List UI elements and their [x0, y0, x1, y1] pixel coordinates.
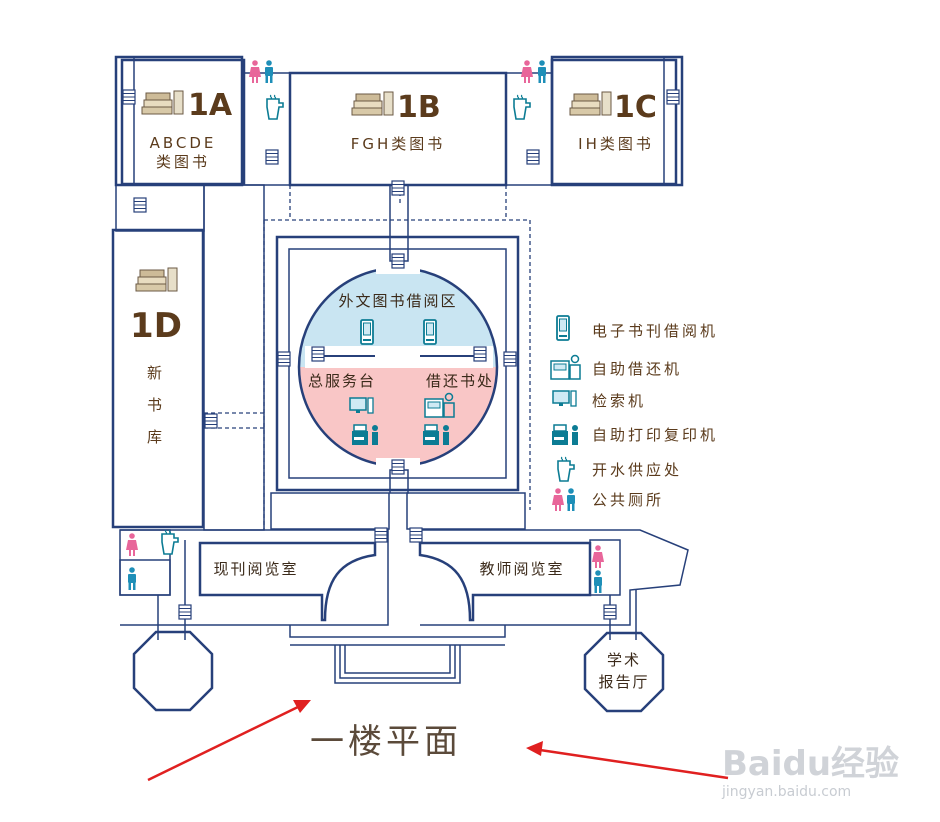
room-1b[interactable]: 1B FGH类图书	[288, 71, 508, 187]
room-1a-line2: 类图书	[156, 153, 210, 171]
lecture-hall-line1: 学术	[607, 651, 641, 669]
central-hall	[277, 180, 517, 494]
printer-icon	[551, 424, 579, 446]
watermark-brand: Baidu经验	[722, 744, 899, 784]
room-1c-line1: IH类图书	[578, 135, 654, 153]
room-teacher-label: 教师阅览室	[479, 560, 564, 578]
zone-service-desk: 总服务台	[308, 372, 376, 390]
zone-foreign-books: 外文图书借阅区	[338, 292, 457, 310]
room-1c[interactable]: 1C IH类图书	[550, 58, 678, 186]
room-1c-code: 1C	[614, 90, 657, 125]
room-1d-char1: 新	[147, 364, 165, 382]
arrow-right	[526, 741, 729, 780]
watermark-url: jingyan.baidu.com	[721, 784, 851, 800]
zone-return-desk: 借还书处	[426, 372, 494, 390]
room-1d-code: 1D	[130, 306, 182, 346]
arrow-left	[147, 700, 311, 782]
legend-label-5: 公共厕所	[592, 491, 664, 509]
search-terminal-icon	[552, 390, 577, 407]
legend-label-4: 开水供应处	[592, 461, 682, 479]
legend: 电子书刊借阅机 自助借还机 检索机 自助打印复印机 开水供应处 公共厕所	[550, 315, 718, 511]
lecture-hall-line2: 报告厅	[598, 673, 649, 691]
legend-label-3: 自助打印复印机	[592, 426, 718, 444]
octagon-left[interactable]	[132, 630, 214, 712]
watermark: Baidu经验 jingyan.baidu.com	[721, 744, 899, 800]
legend-label-2: 检索机	[592, 392, 646, 410]
room-1b-code: 1B	[397, 90, 441, 125]
room-1d-char3: 库	[147, 428, 165, 446]
lecture-hall[interactable]: 学术 报告厅	[583, 631, 665, 713]
floor-title: 一楼平面	[310, 722, 462, 762]
room-1d[interactable]: 1D 新 书 库	[111, 228, 205, 529]
restroom-icon	[552, 488, 575, 511]
room-1d-char2: 书	[147, 396, 165, 414]
room-1b-line1: FGH类图书	[351, 135, 446, 153]
legend-label-1: 自助借还机	[592, 360, 682, 378]
self-checkout-icon	[550, 354, 581, 380]
room-periodical-label: 现刊阅览室	[213, 560, 298, 578]
water-icon	[557, 456, 575, 482]
room-teacher[interactable]: 教师阅览室	[418, 541, 592, 622]
room-periodical[interactable]: 现刊阅览室	[198, 541, 377, 622]
room-1a-code: 1A	[188, 88, 233, 123]
room-1a-line1: ABCDE	[150, 134, 217, 152]
legend-label-0: 电子书刊借阅机	[592, 322, 718, 340]
e-reader-icon	[556, 315, 570, 341]
room-1a[interactable]: 1A ABCDE 类图书	[120, 58, 246, 186]
